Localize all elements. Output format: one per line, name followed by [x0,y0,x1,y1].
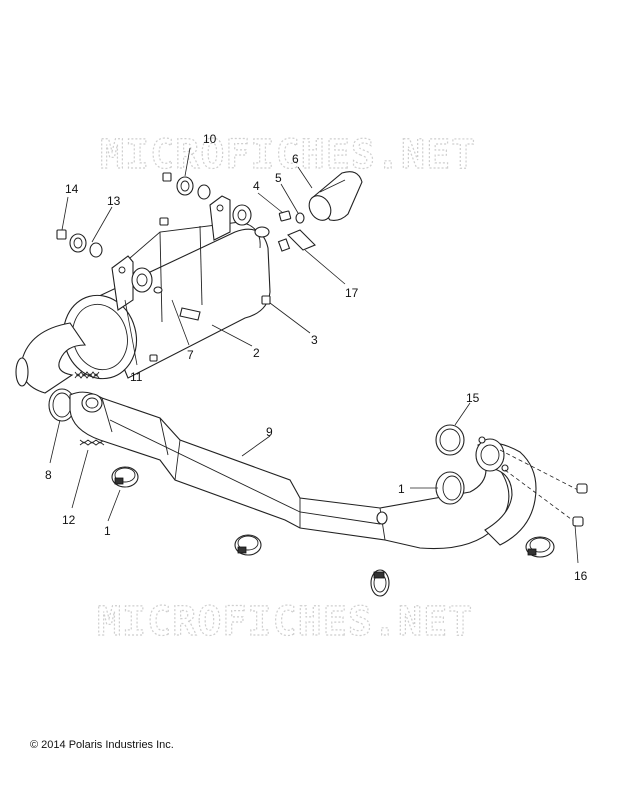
callout-3: 3 [311,333,318,347]
flange-bolts [499,449,588,527]
muffler-bracket-left [111,255,163,311]
leader-lines [49,147,579,564]
washer-5 [295,212,305,224]
nut-small-mid [159,217,169,226]
spark-arrestor [308,171,363,221]
callout-16: 16 [574,569,588,583]
exhaust-mid-pipe [69,391,510,550]
bolt-4 [278,210,292,222]
watermark-top: MICROFICHES.NET [100,132,476,178]
tail-pipe [15,322,87,394]
muffler-bracket-right [209,195,252,241]
callout-10: 10 [203,132,217,146]
bolt-7 [179,307,201,321]
nut-14 [56,229,67,240]
clamp-bottom-1 [234,534,262,556]
callout-12: 12 [62,513,76,527]
muffler [63,221,271,380]
callout-1-left: 1 [104,524,111,538]
spring-lower [79,439,105,446]
callout-2: 2 [253,346,260,360]
callout-7: 7 [187,348,194,362]
clamp-bottom-2 [370,569,390,597]
clamp-center [435,471,465,505]
callout-5: 5 [275,171,282,185]
bolt-3 [261,295,271,305]
head-pipe [475,436,537,546]
callout-4: 4 [253,179,260,193]
clamp-right [525,536,555,558]
callout-9: 9 [266,425,273,439]
grommet-10 [162,172,211,200]
callout-11: 11 [130,370,143,384]
clamp-left [111,466,139,488]
spring-upper [74,371,100,379]
callout-14: 14 [65,182,79,196]
callout-1-right: 1 [398,482,405,496]
grommet-13 [69,233,103,258]
copyright-notice: © 2014 Polaris Industries Inc. [30,739,174,751]
gasket [435,424,465,456]
bolt-17 [277,229,316,252]
watermark-bottom: MICROFICHES.NET [97,599,473,645]
nut-small-bottom [149,354,158,362]
callout-13: 13 [107,194,121,208]
callout-8: 8 [45,468,52,482]
callout-6: 6 [292,152,299,166]
callout-15: 15 [466,391,480,405]
callout-17: 17 [345,286,359,300]
